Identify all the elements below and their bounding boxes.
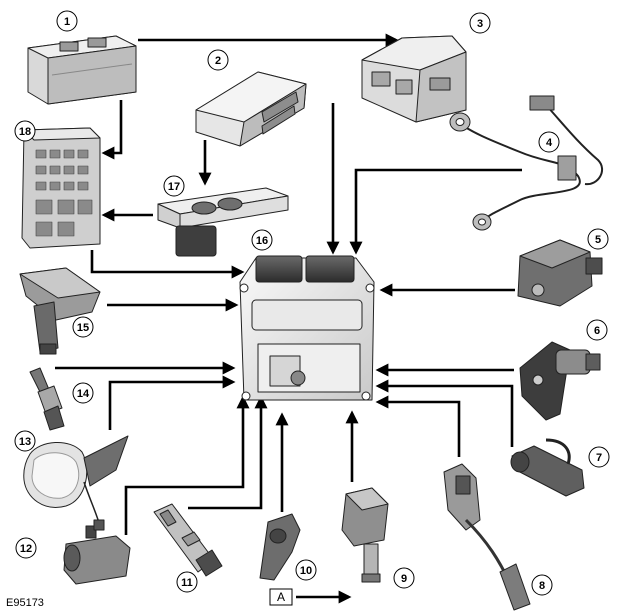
arrow-12-to-16 bbox=[124, 395, 250, 535]
pressure-sensor-5-drawing bbox=[517, 239, 603, 307]
callout-16: 16 bbox=[251, 229, 273, 251]
callout-number: 3 bbox=[477, 18, 483, 30]
callout-number: 17 bbox=[168, 181, 180, 193]
callout-circle bbox=[538, 131, 560, 153]
callout-circle bbox=[587, 228, 609, 250]
callout-10: 10 bbox=[295, 559, 317, 581]
callout-5: 5 bbox=[587, 228, 609, 250]
callout-circle bbox=[163, 175, 185, 197]
callout-circle bbox=[251, 229, 273, 251]
callout-15: 15 bbox=[72, 316, 94, 338]
callout-number: 7 bbox=[596, 452, 602, 464]
callout-number: 11 bbox=[181, 577, 193, 589]
callout-circle bbox=[176, 571, 198, 593]
callout-number: 12 bbox=[20, 543, 32, 555]
arrow-8-to-16 bbox=[375, 395, 461, 457]
arrow-18-to-16 bbox=[90, 250, 245, 279]
callout-circle bbox=[295, 559, 317, 581]
callout-8: 8 bbox=[531, 574, 553, 596]
callout-circle bbox=[14, 430, 36, 452]
sensor-10-drawing bbox=[259, 513, 301, 581]
position-sensor-7-drawing bbox=[510, 438, 585, 497]
arrow-13-to-16 bbox=[108, 375, 236, 430]
mass-air-flow-sensor-drawing bbox=[19, 267, 101, 355]
arrow-1-to-18 bbox=[101, 100, 123, 160]
callout-11: 11 bbox=[176, 571, 198, 593]
callout-number: 6 bbox=[594, 325, 600, 337]
arrow-11-to-16 bbox=[188, 395, 268, 510]
box-a: A bbox=[269, 588, 293, 606]
ignition-switch-17-drawing bbox=[157, 187, 289, 257]
callout-18: 18 bbox=[14, 120, 36, 142]
temperature-sensor-11-drawing bbox=[153, 503, 223, 577]
callout-9: 9 bbox=[393, 567, 415, 589]
callout-7: 7 bbox=[588, 446, 610, 468]
callout-circle bbox=[72, 316, 94, 338]
callout-number: 15 bbox=[77, 322, 89, 334]
callout-number: 16 bbox=[256, 235, 268, 247]
sensor-6-drawing bbox=[519, 341, 601, 421]
sensor-12-drawing bbox=[63, 525, 131, 585]
callout-number: 9 bbox=[401, 573, 407, 585]
callout-number: 10 bbox=[300, 565, 312, 577]
battery-drawing bbox=[27, 35, 137, 105]
callout-number: 14 bbox=[77, 388, 90, 400]
callout-number: 18 bbox=[19, 126, 31, 138]
fuse-box-18-drawing bbox=[21, 127, 101, 249]
callout-circle bbox=[56, 10, 78, 32]
knock-sensors-drawing bbox=[449, 95, 604, 231]
box-a-label: A bbox=[277, 590, 285, 604]
callout-circle bbox=[586, 319, 608, 341]
callout-2: 2 bbox=[207, 49, 229, 71]
callout-circle bbox=[207, 49, 229, 71]
callout-circle bbox=[15, 537, 37, 559]
callout-number: 5 bbox=[595, 234, 601, 246]
callout-circle bbox=[531, 574, 553, 596]
switch-9-drawing bbox=[341, 487, 389, 583]
callout-circle bbox=[72, 382, 94, 404]
callout-circle bbox=[393, 567, 415, 589]
junction-box-3-drawing bbox=[361, 35, 467, 123]
callout-14: 14 bbox=[72, 382, 94, 404]
callout-number: 4 bbox=[546, 137, 553, 149]
arrow-4-to-16 bbox=[349, 168, 522, 255]
callout-circle bbox=[14, 120, 36, 142]
callout-number: 1 bbox=[64, 16, 70, 28]
accelerator-pedal-drawing bbox=[443, 463, 531, 611]
figure-code: E95173 bbox=[6, 597, 44, 609]
callout-number: 2 bbox=[215, 55, 221, 67]
callout-17: 17 bbox=[163, 175, 185, 197]
mirror-13-drawing bbox=[23, 435, 129, 531]
sensor-14-drawing bbox=[29, 367, 65, 431]
callout-3: 3 bbox=[469, 12, 491, 34]
engine-control-module-drawing bbox=[239, 255, 375, 401]
callout-circle bbox=[469, 12, 491, 34]
callout-12: 12 bbox=[15, 537, 37, 559]
callout-circle bbox=[588, 446, 610, 468]
arrows bbox=[55, 33, 522, 604]
callout-number: 8 bbox=[539, 580, 545, 592]
callout-6: 6 bbox=[586, 319, 608, 341]
callout-number: 13 bbox=[19, 436, 31, 448]
arrow-7-to-16 bbox=[375, 379, 514, 447]
callout-1: 1 bbox=[56, 10, 78, 32]
callout-13: 13 bbox=[14, 430, 36, 452]
callout-4: 4 bbox=[538, 131, 560, 153]
control-module-2-drawing bbox=[195, 71, 307, 147]
